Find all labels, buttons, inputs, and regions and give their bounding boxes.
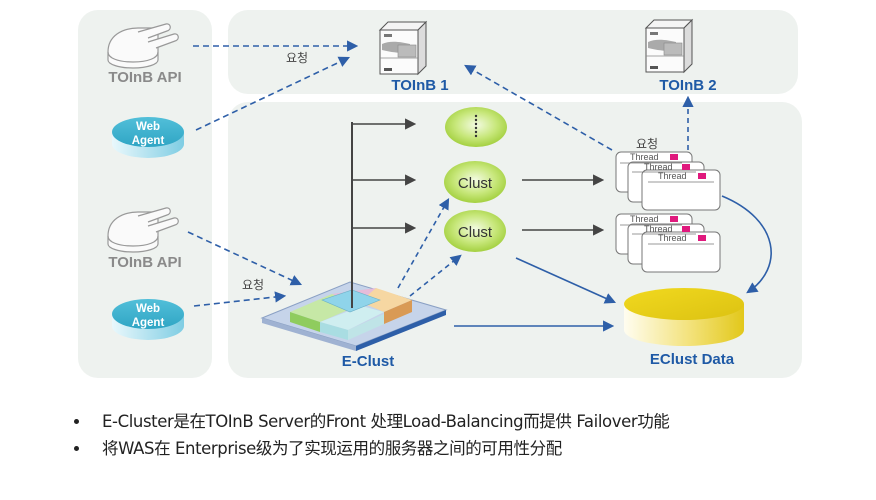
thread-label: Thread bbox=[644, 224, 673, 234]
client-label-api-2: TOInB API bbox=[108, 254, 181, 271]
request-arrow-api2-to-eclust bbox=[187, 231, 303, 286]
database-icon bbox=[624, 288, 744, 346]
web-agent-icon bbox=[112, 117, 184, 158]
request-arrow-agent1-to-server1 bbox=[195, 56, 351, 131]
bullet-icon bbox=[74, 419, 79, 424]
request-label-top: 요청 bbox=[286, 51, 308, 65]
thread-label: Thread bbox=[630, 214, 659, 224]
thread-group-1 bbox=[615, 151, 721, 211]
arrow-eclust-to-cluster-2 bbox=[409, 254, 462, 297]
eclust-label: E-Clust bbox=[342, 353, 395, 370]
cluster-node-1 bbox=[444, 161, 506, 203]
server-icon bbox=[644, 18, 694, 74]
eclust-board-icon bbox=[260, 281, 448, 351]
web-agent-icon bbox=[112, 299, 184, 340]
request-label-bottom: 요청 bbox=[242, 278, 264, 292]
plug-icon bbox=[107, 207, 179, 253]
description-bullet: 将WAS在 Enterprise级为了实现运用的服务器之间的可用性分配 bbox=[72, 435, 669, 462]
client-label-agent-2-line2: Agent bbox=[132, 317, 165, 329]
client-label-agent-2-line1: Web bbox=[136, 303, 160, 315]
cluster-label-1: Clust bbox=[458, 175, 493, 192]
bullet-icon bbox=[74, 446, 79, 451]
server-label-1: TOInB 1 bbox=[391, 77, 448, 94]
architecture-diagram: TOInB API Web Agent TOInB API Web Agent … bbox=[78, 10, 802, 378]
thread-label: Thread bbox=[644, 162, 673, 172]
description-list: E-Cluster是在TOInB Server的Front 处理Load-Bal… bbox=[72, 408, 670, 462]
thread-group-2 bbox=[615, 213, 721, 273]
cluster-label-2: Clust bbox=[458, 224, 493, 241]
description-text: 将WAS在 Enterprise级为了实现运用的服务器之间的可用性分配 bbox=[102, 439, 562, 458]
more-dots-icon bbox=[474, 114, 478, 138]
description-bullet: E-Cluster是在TOInB Server的Front 处理Load-Bal… bbox=[72, 408, 670, 435]
plug-icon bbox=[107, 23, 179, 69]
arrow-threads-to-datastore bbox=[721, 195, 772, 294]
thread-label: Thread bbox=[630, 152, 659, 162]
client-label-api-1: TOInB API bbox=[108, 69, 181, 86]
cluster-node-2 bbox=[444, 210, 506, 252]
description-text: E-Cluster是在TOInB Server的Front 处理Load-Bal… bbox=[102, 412, 670, 431]
client-panel bbox=[78, 10, 212, 378]
arrow-eclust-to-cluster-1 bbox=[397, 198, 450, 289]
datastore-label: EClust Data bbox=[650, 351, 735, 368]
arrow-cluster2-to-datastore bbox=[515, 257, 617, 304]
thread-label: Thread bbox=[658, 171, 687, 181]
server-label-2: TOInB 2 bbox=[659, 77, 716, 94]
client-label-agent-1-line1: Web bbox=[136, 121, 160, 133]
client-label-agent-1-line2: Agent bbox=[132, 135, 165, 147]
request-arrow-agent2-to-eclust bbox=[193, 291, 287, 307]
request-label-threads: 요청 bbox=[636, 137, 658, 151]
failover-arrow-threads-to-server1 bbox=[464, 64, 613, 151]
server-icon bbox=[378, 20, 428, 76]
thread-label: Thread bbox=[658, 233, 687, 243]
